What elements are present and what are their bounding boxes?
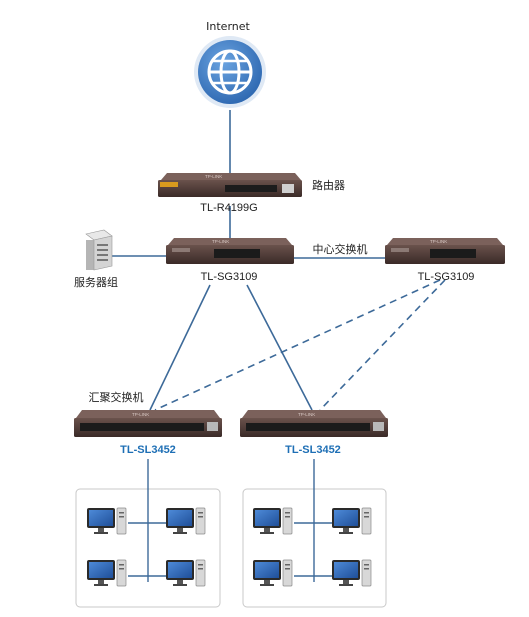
link-core-left-access-left [149, 284, 211, 411]
router-model: TL-R4199G [200, 202, 257, 214]
server-icon [85, 229, 113, 271]
access-switch-left-model: TL-SL3452 [120, 444, 176, 456]
core-left-brand: TP-LINK [212, 239, 229, 244]
server-group: 服务器组 [74, 229, 118, 289]
globe-icon [194, 36, 266, 108]
core-right-brand: TP-LINK [430, 239, 447, 244]
server-label: 服务器组 [74, 275, 118, 289]
internet-node: Internet [194, 20, 266, 108]
pc-group-left [75, 459, 221, 608]
link-core-left-access-right [246, 284, 313, 411]
core-switch-left-model: TL-SG3109 [201, 271, 258, 283]
router-name: 路由器 [312, 178, 345, 192]
link-core-right-access-right [319, 279, 446, 411]
access-switch-right-model: TL-SL3452 [285, 444, 341, 456]
aggregation-label: 汇聚交换机 [89, 390, 144, 404]
core-switch-label: 中心交换机 [313, 242, 368, 256]
core-switch-left: TP-LINK TL-SG3109 [166, 238, 294, 283]
router-brand: TP-LINK [205, 174, 222, 179]
pc-group-right [242, 459, 387, 608]
router-device: TP-LINK TL-R4199G 路由器 [158, 173, 345, 214]
access-left-brand: TP-LINK [132, 412, 149, 417]
core-switch-right-model: TL-SG3109 [418, 271, 475, 283]
link-core-right-access-left [154, 279, 441, 411]
access-switch-right: TP-LINK TL-SL3452 [240, 410, 388, 456]
links-layer [112, 110, 446, 411]
access-right-brand: TP-LINK [298, 412, 315, 417]
internet-label: Internet [206, 20, 250, 33]
core-switch-right: TP-LINK TL-SG3109 [385, 238, 505, 283]
access-switch-left: TP-LINK TL-SL3452 [74, 410, 222, 456]
